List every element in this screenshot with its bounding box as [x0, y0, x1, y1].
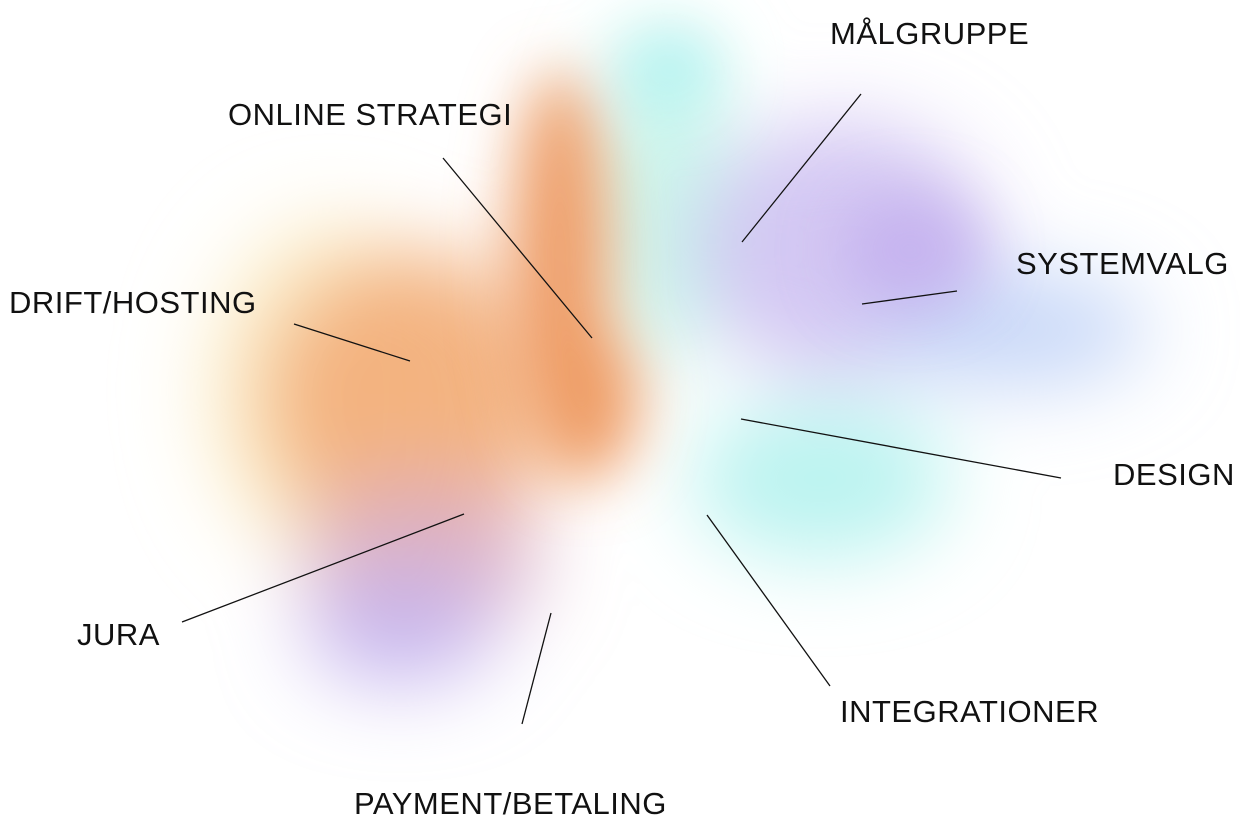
- label-malgruppe: MÅLGRUPPE: [830, 16, 1030, 51]
- label-systemvalg: SYSTEMVALG: [1016, 246, 1229, 281]
- connector-payment-betaling: [521, 612, 552, 725]
- connector-systemvalg: [861, 290, 958, 305]
- connector-online-strategi: [442, 157, 593, 339]
- label-drift-hosting: DRIFT/HOSTING: [9, 285, 257, 320]
- connector-jura: [181, 513, 465, 623]
- label-online-strategi: ONLINE STRATEGI: [228, 97, 513, 132]
- label-payment-betaling: PAYMENT/BETALING: [354, 786, 667, 821]
- connector-malgruppe: [741, 93, 862, 243]
- label-jura: JURA: [77, 617, 160, 652]
- connector-drift-hosting: [293, 323, 411, 362]
- label-integrationer: INTEGRATIONER: [840, 694, 1100, 729]
- connector-integrationer: [706, 514, 831, 687]
- label-design: DESIGN: [1113, 457, 1235, 492]
- connector-design: [740, 418, 1062, 479]
